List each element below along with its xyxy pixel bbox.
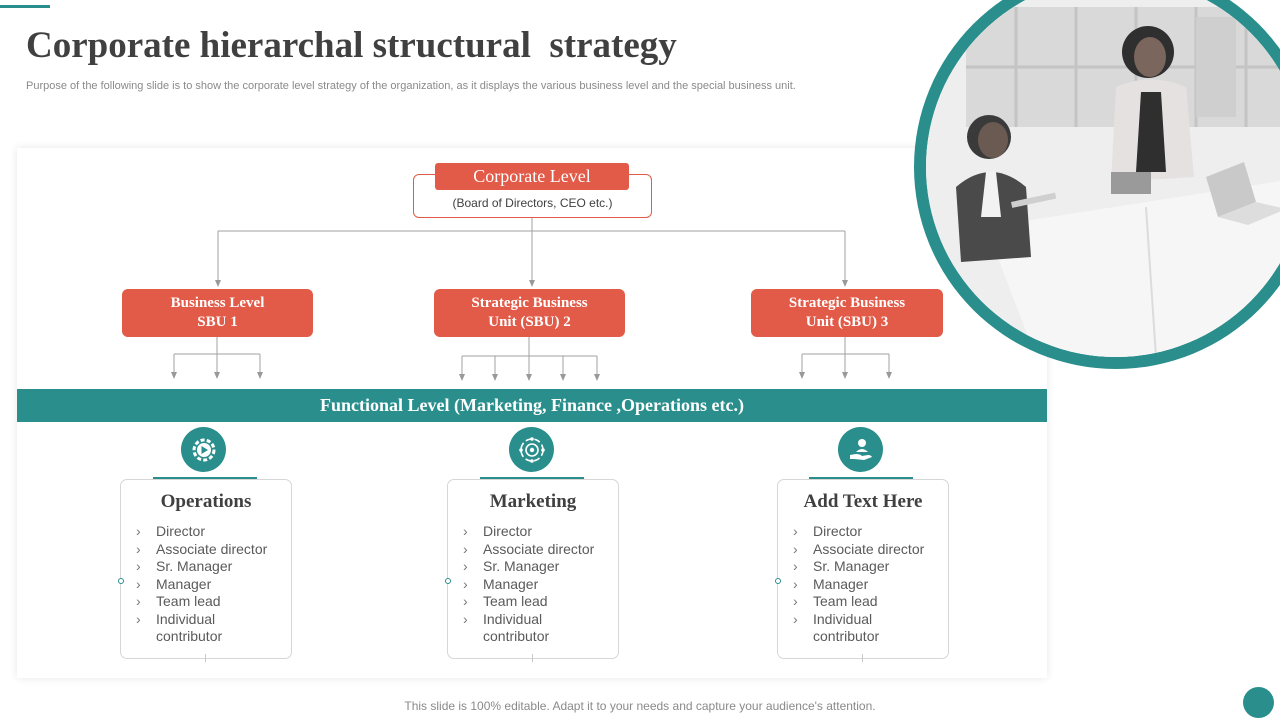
card-side-dot: [445, 578, 451, 584]
operations-role-list: Director Associate director Sr. Manager …: [135, 523, 285, 646]
operations-card: Operations Director Associate director S…: [118, 479, 292, 662]
target-cycle-icon: [509, 427, 554, 472]
corporate-level-title: Corporate Level: [435, 163, 629, 190]
gear-play-icon: [181, 427, 226, 472]
marketing-role-list: Director Associate director Sr. Manager …: [462, 523, 612, 646]
add-text-role-list: Director Associate director Sr. Manager …: [792, 523, 942, 646]
list-item: Director: [792, 523, 942, 541]
list-item: Individual contributor: [135, 611, 285, 646]
footer-note: This slide is 100% editable. Adapt it to…: [404, 699, 876, 713]
list-item: Team lead: [792, 593, 942, 611]
page-title: Corporate hierarchal structural strategy: [26, 25, 677, 66]
list-item: Team lead: [135, 593, 285, 611]
photo-frame-ring: [914, 0, 1280, 369]
card-bottom-tick: [205, 654, 206, 662]
card-bottom-tick: [862, 654, 863, 662]
list-item: Sr. Manager: [135, 558, 285, 576]
meeting-photo: [926, 0, 1280, 357]
marketing-card-title: Marketing: [489, 491, 577, 512]
list-item: Manager: [462, 576, 612, 594]
list-item: Director: [135, 523, 285, 541]
marketing-card: Marketing Director Associate director Sr…: [445, 479, 619, 662]
add-text-card: Add Text Here Director Associate directo…: [775, 479, 949, 662]
corporate-level-subtitle: (Board of Directors, CEO etc.): [452, 196, 613, 210]
list-item: Associate director: [462, 541, 612, 559]
list-item: Director: [462, 523, 612, 541]
card-bottom-tick: [532, 654, 533, 662]
page-subtitle: Purpose of the following slide is to sho…: [26, 80, 796, 92]
list-item: Manager: [792, 576, 942, 594]
sbu-1-box: Business Level SBU 1: [122, 289, 313, 337]
list-item: Team lead: [462, 593, 612, 611]
hand-person-icon: [838, 427, 883, 472]
list-item: Sr. Manager: [462, 558, 612, 576]
card-side-dot: [775, 578, 781, 584]
sbu-3-box: Strategic Business Unit (SBU) 3: [751, 289, 943, 337]
top-accent-line: [0, 5, 50, 8]
sbu-2-box: Strategic Business Unit (SBU) 2: [434, 289, 625, 337]
corner-decoration-dot: [1243, 687, 1274, 718]
list-item: Individual contributor: [462, 611, 612, 646]
list-item: Associate director: [792, 541, 942, 559]
list-item: Individual contributor: [792, 611, 942, 646]
list-item: Associate director: [135, 541, 285, 559]
card-side-dot: [118, 578, 124, 584]
add-text-card-title: Add Text Here: [803, 491, 923, 512]
functional-level-bar: Functional Level (Marketing, Finance ,Op…: [17, 389, 1047, 422]
list-item: Manager: [135, 576, 285, 594]
list-item: Sr. Manager: [792, 558, 942, 576]
operations-card-title: Operations: [160, 491, 252, 512]
